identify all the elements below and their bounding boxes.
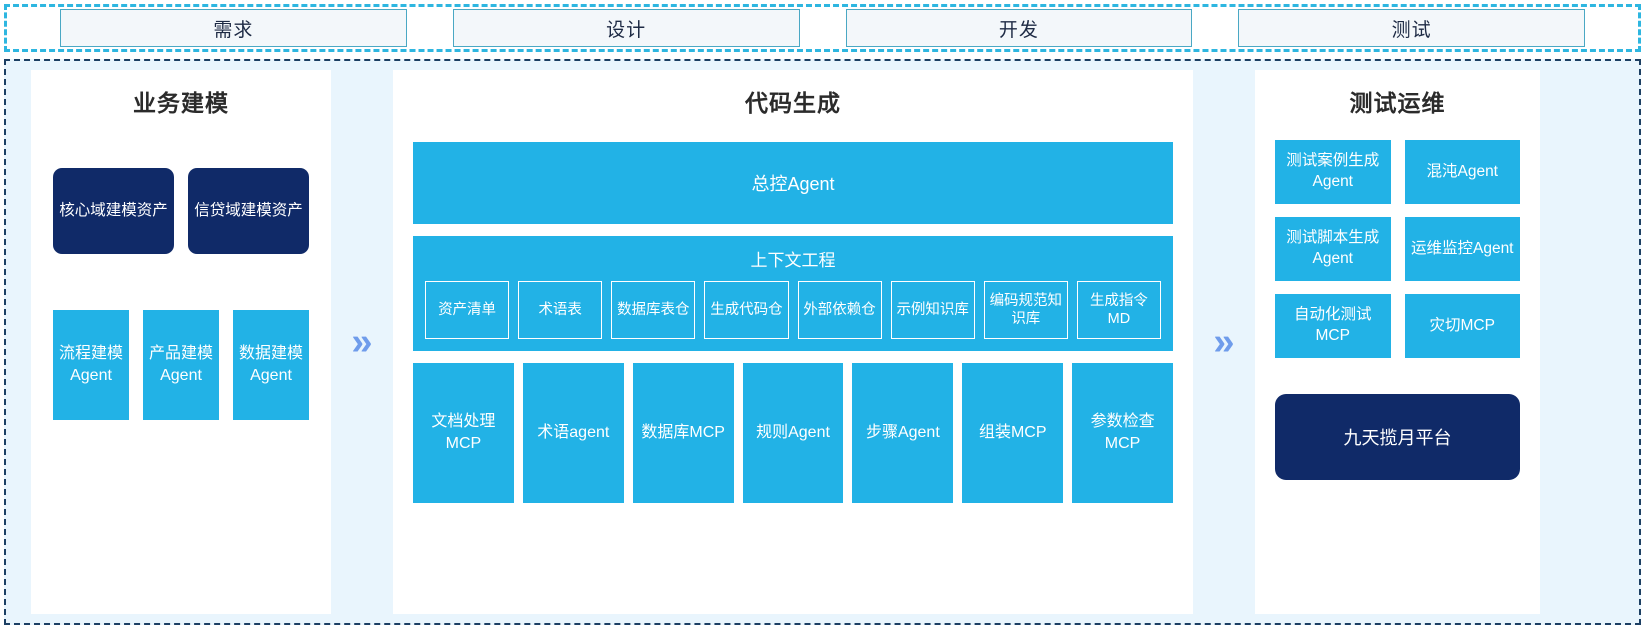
tool-glossary-agent[interactable]: 术语agent — [522, 363, 624, 503]
chaos-agent[interactable]: 混沌Agent — [1404, 140, 1520, 204]
phase-label: 设计 — [606, 19, 647, 41]
business-assets-row: 核心域建模资产 信贷域建模资产 — [31, 168, 331, 254]
phase-label: 需求 — [213, 19, 254, 41]
tool-rule-agent[interactable]: 规则Agent — [742, 363, 844, 503]
business-agents-row: 流程建模Agent 产品建模Agent 数据建模Agent — [31, 310, 331, 420]
chevron-glyph: » — [351, 321, 373, 363]
tool-database-mcp[interactable]: 数据库MCP — [632, 363, 734, 503]
chevron-right-icon-2: » — [1193, 70, 1255, 614]
asset-core-domain[interactable]: 核心域建模资产 — [53, 168, 174, 254]
panel-title-code-generation: 代码生成 — [745, 90, 841, 116]
phase-box-requirements[interactable]: 需求 — [60, 9, 407, 47]
tool-parameter-check-mcp[interactable]: 参数检查MCP — [1072, 363, 1174, 503]
panel-test-operations: 测试运维 测试案例生成Agent 混沌Agent 测试脚本生成Agent 运维监… — [1255, 70, 1540, 614]
test-case-generation-agent[interactable]: 测试案例生成Agent — [1275, 140, 1391, 204]
context-item-generation-instruction-md[interactable]: 生成指令MD — [1076, 281, 1161, 339]
panel-title-business-modeling: 业务建模 — [133, 90, 229, 116]
phase-label: 开发 — [998, 19, 1039, 41]
phase-box-development[interactable]: 开发 — [845, 9, 1193, 47]
agent-product-modeling[interactable]: 产品建模Agent — [143, 310, 219, 420]
test-script-generation-agent[interactable]: 测试脚本生成Agent — [1275, 217, 1391, 281]
agent-process-modeling[interactable]: 流程建模Agent — [53, 310, 129, 420]
context-engineering-items: 资产清单 术语表 数据库表仓 生成代码仓 外部依赖仓 示例知识库 编码规范知识库… — [413, 281, 1173, 339]
tool-document-processing-mcp[interactable]: 文档处理MCP — [413, 363, 514, 503]
chevron-glyph: » — [1213, 321, 1235, 363]
main-container: 业务建模 核心域建模资产 信贷域建模资产 流程建模Agent 产品建模Agent… — [4, 59, 1641, 625]
automated-test-mcp[interactable]: 自动化测试MCP — [1275, 294, 1391, 358]
panel-code-generation: 代码生成 总控Agent 上下文工程 资产清单 术语表 数据库表仓 生成代码仓 … — [393, 70, 1193, 614]
platform-box-jiutian[interactable]: 九天揽月平台 — [1275, 394, 1520, 480]
test-ops-grid: 测试案例生成Agent 混沌Agent 测试脚本生成Agent 运维监控Agen… — [1255, 140, 1540, 358]
ops-monitoring-agent[interactable]: 运维监控Agent — [1404, 217, 1520, 281]
asset-credit-domain[interactable]: 信贷域建模资产 — [188, 168, 309, 254]
chevron-right-icon: » — [331, 70, 393, 614]
context-item-glossary[interactable]: 术语表 — [518, 281, 603, 339]
context-item-example-knowledge-base[interactable]: 示例知识库 — [890, 281, 975, 339]
phase-box-design[interactable]: 设计 — [452, 9, 800, 47]
context-engineering-title: 上下文工程 — [750, 251, 836, 270]
context-item-asset-list[interactable]: 资产清单 — [425, 281, 510, 339]
context-engineering-block: 上下文工程 资产清单 术语表 数据库表仓 生成代码仓 外部依赖仓 示例知识库 编… — [413, 236, 1173, 351]
panel-title-test-operations: 测试运维 — [1349, 90, 1446, 116]
context-item-external-dependency-repo[interactable]: 外部依赖仓 — [797, 281, 882, 339]
phase-label: 测试 — [1391, 19, 1432, 41]
tools-row: 文档处理MCP 术语agent 数据库MCP 规则Agent 步骤Agent 组… — [413, 363, 1174, 503]
agent-data-modeling[interactable]: 数据建模Agent — [233, 310, 309, 420]
context-item-generated-code-repo[interactable]: 生成代码仓 — [704, 281, 789, 339]
disaster-switch-mcp[interactable]: 灾切MCP — [1404, 294, 1520, 358]
tool-assembly-mcp[interactable]: 组装MCP — [962, 363, 1064, 503]
context-item-db-table-repo[interactable]: 数据库表仓 — [611, 281, 696, 339]
control-agent-bar[interactable]: 总控Agent — [413, 142, 1173, 224]
context-item-coding-standard-knowledge-base[interactable]: 编码规范知识库 — [983, 281, 1068, 339]
phase-strip: 需求 设计 开发 测试 — [4, 4, 1641, 52]
tool-step-agent[interactable]: 步骤Agent — [852, 363, 954, 503]
panel-business-modeling: 业务建模 核心域建模资产 信贷域建模资产 流程建模Agent 产品建模Agent… — [31, 70, 331, 614]
phase-box-testing[interactable]: 测试 — [1238, 9, 1585, 47]
